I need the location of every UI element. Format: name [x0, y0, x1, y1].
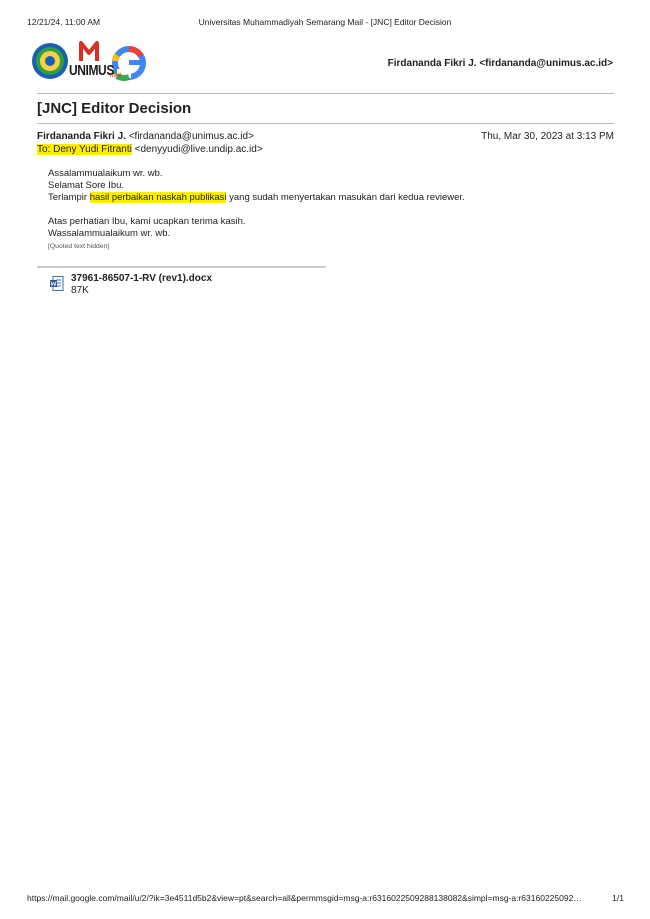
highlighted-text: hasil perbaikan naskah publikasi	[89, 192, 227, 203]
body-line: Terlampir hasil perbaikan naskah publika…	[48, 192, 465, 204]
email-body: Assalammualaikum wr. wb. Selamat Sore Ib…	[48, 168, 465, 253]
attachment-divider	[37, 266, 326, 268]
body-line: Wassalammualaikum wr. wb.	[48, 228, 171, 239]
account-identity: Firdananda Fikri J. <firdananda@unimus.a…	[387, 58, 613, 69]
body-line: Selamat Sore Ibu.	[48, 180, 125, 191]
recipient-name: To: Deny Yudi Fitranti	[37, 144, 132, 155]
divider	[37, 123, 614, 124]
body-line: Atas perhatian Ibu, kami ucapkan terima …	[48, 216, 246, 227]
print-header: 12/21/24, 11:00 AM Universitas Muhammadi…	[0, 17, 650, 29]
sender-line: Firdananda Fikri J. <firdananda@unimus.a…	[37, 131, 254, 142]
print-page-title: Universitas Muhammadiyah Semarang Mail -…	[198, 17, 452, 27]
attachment-size: 87K	[71, 285, 89, 296]
print-datetime: 12/21/24, 11:00 AM	[27, 17, 101, 27]
body-line: Assalammualaikum wr. wb.	[48, 168, 163, 179]
print-url: https://mail.google.com/mail/u/2/?ik=3e4…	[27, 893, 582, 903]
body-text: Terlampir	[48, 192, 90, 203]
sender-name: Firdananda Fikri J.	[37, 131, 126, 142]
logo-subtext: Mail	[110, 73, 122, 79]
sender-email: <firdananda@unimus.ac.id>	[128, 131, 254, 142]
logo-text: UNIMUS	[69, 62, 114, 79]
recipient-email: <denyyudi@live.undip.ac.id>	[134, 144, 263, 155]
attachment-filename[interactable]: 37961-86507-1-RV (rev1).docx	[71, 273, 213, 284]
unimus-mail-logo: UNIMUS Mail	[29, 39, 151, 87]
recipient-line: To: Deny Yudi Fitranti <denyyudi@live.un…	[37, 144, 263, 155]
page-number: 1/1	[612, 893, 624, 903]
email-date: Thu, Mar 30, 2023 at 3:13 PM	[481, 131, 614, 142]
body-text: yang sudah menyertakan masukan dari kedu…	[226, 192, 465, 203]
divider	[37, 93, 614, 94]
word-document-icon[interactable]	[50, 276, 64, 291]
quoted-text-toggle[interactable]: [Quoted text hidden]	[48, 243, 110, 250]
email-subject: [JNC] Editor Decision	[37, 100, 192, 117]
print-footer: https://mail.google.com/mail/u/2/?ik=3e4…	[0, 893, 650, 905]
